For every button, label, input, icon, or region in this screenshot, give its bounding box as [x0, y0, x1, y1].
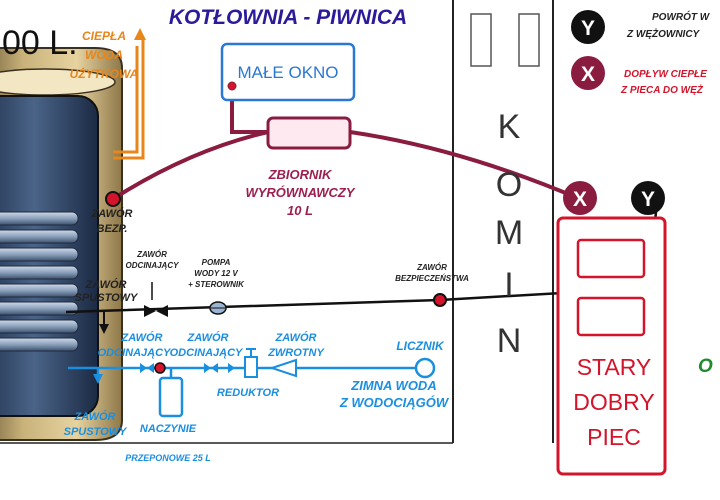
vessel-description: PRZEPONOWE 25 L	[125, 453, 211, 463]
small-window: MAŁE OKNO	[220, 42, 356, 102]
expansion-tank-label-1: ZBIORNIK	[268, 167, 333, 182]
cold-water-label-2: Z WODOCIĄGÓW	[339, 395, 450, 410]
safety-valve-left: ZAWÓR BEZP.	[91, 191, 133, 235]
safety-valve-left-label-1: ZAWÓR	[91, 207, 133, 220]
safety-valve-left-label-2: BEZP.	[97, 223, 128, 235]
check-valve-label-1: ZAWÓR	[275, 331, 317, 344]
legend-y-text-1: POWRÓT W	[652, 10, 711, 23]
hot-water-label-2: WODA	[85, 48, 123, 62]
pump-label-2: WODY 12 V	[194, 269, 238, 278]
expansion-tank-label-3: 10 L	[287, 203, 313, 218]
legend-y-text-2: Z WĘŻOWNICY	[626, 27, 701, 40]
chimney-letter-4: I	[504, 266, 513, 304]
hot-water-pipe	[113, 28, 146, 160]
check-valve-label-2: ZWROTNY	[267, 347, 325, 359]
chimney: K O M I N	[470, 13, 540, 360]
hot-water-tank	[0, 47, 123, 441]
expansion-tank: ZBIORNIK WYRÓWNAWCZY 10 L	[245, 116, 356, 218]
boiler: STARY DOBRY PIEC	[556, 216, 667, 476]
drain-valve-bottom-arrow	[93, 374, 103, 384]
edge-partial-text: O	[698, 356, 713, 377]
reducer-label: REDUKTOR	[217, 387, 279, 399]
check-valve: ZAWÓR ZWROTNY	[267, 331, 325, 378]
vessel-valve	[154, 362, 166, 374]
legend-x-marker-text: X	[581, 63, 595, 86]
legend-y-marker	[571, 10, 605, 44]
boiler-label-3: PIEC	[587, 424, 641, 450]
cutoff-valve-1-label-2: ODCINAJĄCY	[98, 347, 172, 359]
legend-x-marker	[571, 56, 605, 90]
cutoff-valve-top: ZAWÓR ODCINAJĄCY	[126, 250, 180, 317]
heating-pipes	[111, 86, 581, 201]
meter-label: LICZNIK	[396, 339, 445, 353]
diagram-title: KOTŁOWNIA - PIWNICA	[169, 6, 407, 29]
legend-x-text-2: Z PIECA DO WĘŻ	[620, 83, 704, 96]
expansion-tank-label-2: WYRÓWNAWCZY	[245, 185, 355, 200]
boiler-label-1: STARY	[577, 354, 652, 380]
cutoff-valve-top-label-2: ODCINAJĄCY	[126, 261, 180, 270]
room-walls	[0, 0, 554, 444]
tank-volume: 00 L.	[2, 24, 78, 62]
drain-valve-bottom-label-1: ZAWÓR	[74, 410, 116, 423]
hot-water-label-1: CIEPŁA	[82, 29, 126, 43]
boiler-label-2: DOBRY	[573, 389, 654, 415]
chimney-letter-1: K	[498, 108, 521, 146]
chimney-letter-3: M	[495, 214, 523, 252]
pump-label-3: + STEROWNIK	[188, 280, 245, 289]
pressure-reducer: REDUKTOR	[217, 348, 279, 399]
drain-valve-top: ZAWÓR SPUSTOWY	[75, 278, 139, 334]
cutoff-valve-top-label-1: ZAWÓR	[136, 250, 167, 259]
marker-y-boiler: Y	[631, 181, 665, 215]
cutoff-valve-1-label-1: ZAWÓR	[121, 331, 163, 344]
pump: POMPA WODY 12 V + STEROWNIK	[188, 258, 245, 315]
safety-valve-right-label-2: BEZPIECZEŃSTWA	[395, 274, 469, 283]
marker-x-boiler: X	[563, 181, 597, 215]
drain-valve-top-label-2: SPUSTOWY	[75, 292, 139, 304]
svg-text:Y: Y	[641, 188, 655, 211]
cutoff-valve-2-label-1: ZAWÓR	[187, 331, 229, 344]
expansion-vessel: NACZYNIE	[140, 376, 197, 435]
cold-water-label-1: ZIMNA WODA	[350, 378, 436, 393]
water-meter: LICZNIK	[396, 339, 445, 379]
vessel-label: NACZYNIE	[140, 423, 197, 435]
hot-water-label-3: UŻYTKOWA	[70, 66, 139, 81]
cutoff-valve-2-label-2: ODCINAJĄCY	[170, 347, 244, 359]
svg-text:X: X	[573, 188, 587, 211]
pump-label-1: POMPA	[202, 258, 231, 267]
safety-valve-right: ZAWÓR BEZPIECZEŃSTWA	[395, 263, 469, 307]
drain-valve-bottom-label-2: SPUSTOWY	[64, 426, 128, 438]
chimney-letter-2: O	[496, 166, 522, 204]
chimney-letter-5: N	[497, 322, 522, 360]
safety-valve-right-label-1: ZAWÓR	[416, 263, 447, 272]
small-window-label: MAŁE OKNO	[237, 63, 338, 82]
cutoff-valve-1: ZAWÓR ODCINAJĄCY	[98, 331, 172, 373]
legend-x-text-1: DOPŁYW CIEPŁE	[624, 69, 707, 80]
legend-y-marker-text: Y	[581, 17, 595, 40]
heating-coil	[0, 211, 79, 352]
drain-valve-top-label-1: ZAWÓR	[85, 278, 127, 291]
cutoff-valve-2: ZAWÓR ODCINAJĄCY	[170, 331, 244, 373]
legend: Y POWRÓT W Z WĘŻOWNICY X DOPŁYW CIEPŁE Z…	[571, 10, 711, 96]
